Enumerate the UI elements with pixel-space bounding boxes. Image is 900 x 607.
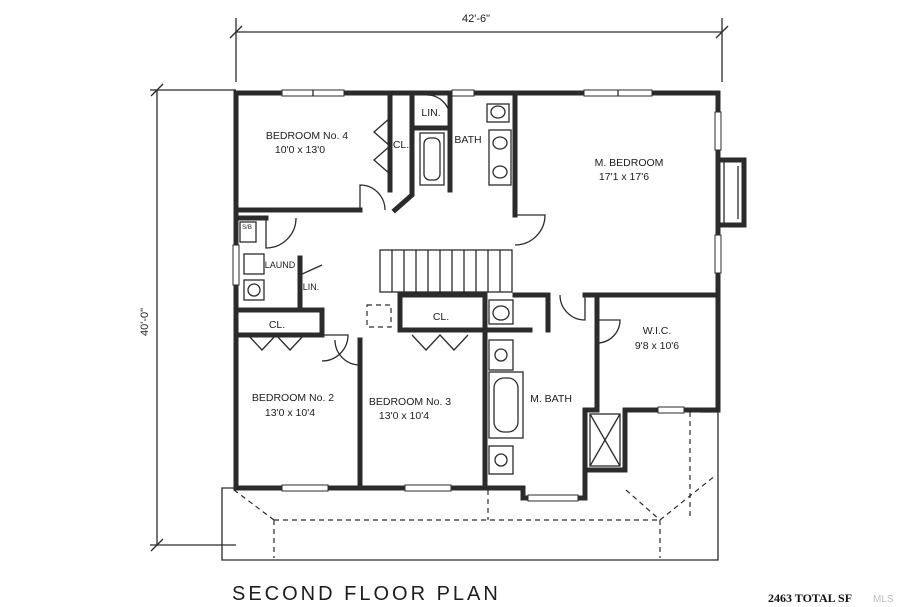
- wic-size: 9'8 x 10'6: [635, 340, 679, 352]
- door-swings: [247, 94, 621, 366]
- master-bath-label: M. BATH: [530, 393, 572, 405]
- bedroom2-size: 13'0 x 10'4: [265, 407, 315, 419]
- bedroom4-size: 10'0 x 13'0: [275, 144, 325, 156]
- depth-dimension-label: 40'-0": [139, 308, 151, 336]
- bedroom3-name: BEDROOM No. 3: [369, 396, 451, 408]
- windows: [232, 89, 722, 502]
- depth-dimension: [150, 83, 236, 552]
- bedroom4-name: BEDROOM No. 4: [266, 130, 348, 142]
- width-dimension: [229, 18, 729, 82]
- master-bedroom-size: 17'1 x 17'6: [599, 171, 649, 183]
- closet-b3-label: CL.: [433, 311, 449, 323]
- total-sf: 2463 TOTAL SF: [768, 591, 852, 605]
- plan-title: SECOND FLOOR PLAN: [232, 583, 501, 605]
- width-dimension-label: 42'-6": [462, 13, 490, 25]
- wic-name: W.I.C.: [643, 325, 672, 337]
- bedroom2-name: BEDROOM No. 2: [252, 392, 334, 404]
- fixtures: [239, 103, 621, 475]
- linen-mid-label: LIN.: [303, 282, 320, 292]
- closet-b4-label: CL.: [393, 139, 409, 151]
- sb-label: S/B: [242, 225, 252, 231]
- staircase: [366, 249, 513, 328]
- master-bedroom-name: M. BEDROOM: [595, 157, 664, 169]
- bath-label: BATH: [454, 134, 481, 146]
- linen-top-label: LIN.: [421, 107, 440, 119]
- watermark: MLS: [873, 594, 894, 605]
- interior-walls: [233, 90, 721, 491]
- bedroom3-size: 13'0 x 10'4: [379, 410, 429, 422]
- laundry-label: LAUND: [265, 260, 296, 270]
- closet-b2-label: CL.: [269, 319, 285, 331]
